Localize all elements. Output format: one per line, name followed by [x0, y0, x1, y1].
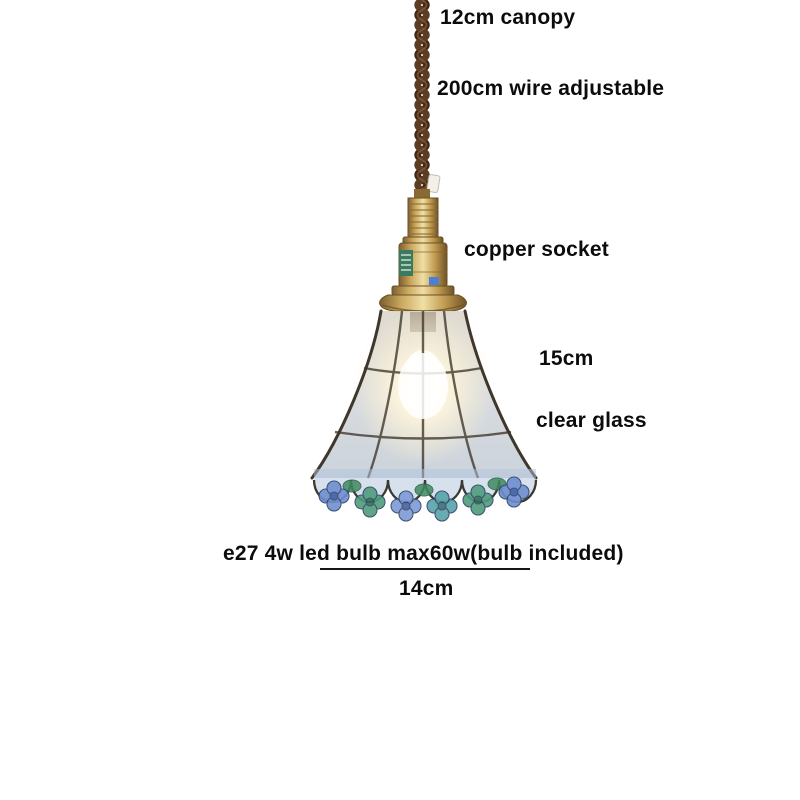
- socket-gallery: [379, 294, 467, 312]
- wire-tag: [426, 174, 441, 194]
- glass-shade-illustration: [310, 309, 538, 480]
- bulb-spec-label: e27 4w led bulb max60w(bulb included): [223, 542, 624, 565]
- glass-label: clear glass: [536, 409, 647, 432]
- width-dimension-line: [320, 568, 530, 570]
- socket-sticker: [399, 250, 413, 276]
- socket-illustration: [379, 189, 467, 312]
- floral-band-illustration: [312, 469, 538, 522]
- socket-blue-mark: [429, 277, 439, 285]
- socket-label: copper socket: [464, 238, 609, 261]
- shade-width-label: 14cm: [399, 577, 454, 600]
- wire-label: 200cm wire adjustable: [437, 77, 665, 100]
- canopy-label: 12cm canopy: [440, 6, 576, 29]
- shade-height-label: 15cm: [539, 347, 594, 370]
- wire-illustration: [414, 0, 441, 194]
